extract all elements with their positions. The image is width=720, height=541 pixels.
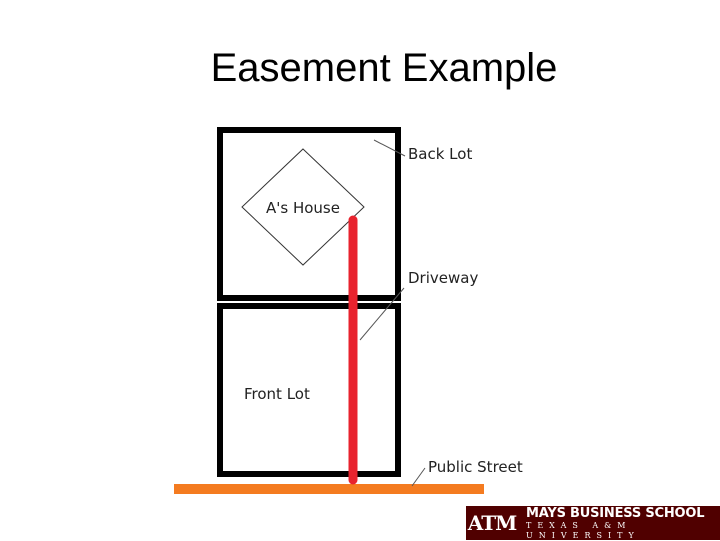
public-street-label: Public Street — [428, 458, 523, 476]
university-name: TEXAS A&M UNIVERSITY — [526, 520, 640, 540]
school-name: MAYS BUSINESS SCHOOL — [526, 505, 705, 521]
driveway-label: Driveway — [408, 269, 478, 287]
front-lot-label: Front Lot — [244, 385, 310, 403]
back-lot-boundary — [217, 127, 401, 301]
public-street — [174, 484, 484, 494]
house-label: A's House — [266, 199, 340, 217]
front-lot-boundary — [217, 303, 401, 477]
back-lot-leader — [373, 139, 406, 157]
public-street-leader — [411, 467, 426, 487]
driveway-leader — [359, 287, 405, 341]
back-lot-label: Back Lot — [408, 145, 472, 163]
tamu-logo: ATM — [466, 506, 518, 540]
house-shape — [241, 148, 365, 266]
slide-title: Easement Example — [210, 46, 558, 90]
footer-branding: ATM MAYS BUSINESS SCHOOL TEXAS A&M UNIVE… — [466, 506, 720, 540]
school-block: MAYS BUSINESS SCHOOL TEXAS A&M UNIVERSIT… — [518, 506, 720, 540]
